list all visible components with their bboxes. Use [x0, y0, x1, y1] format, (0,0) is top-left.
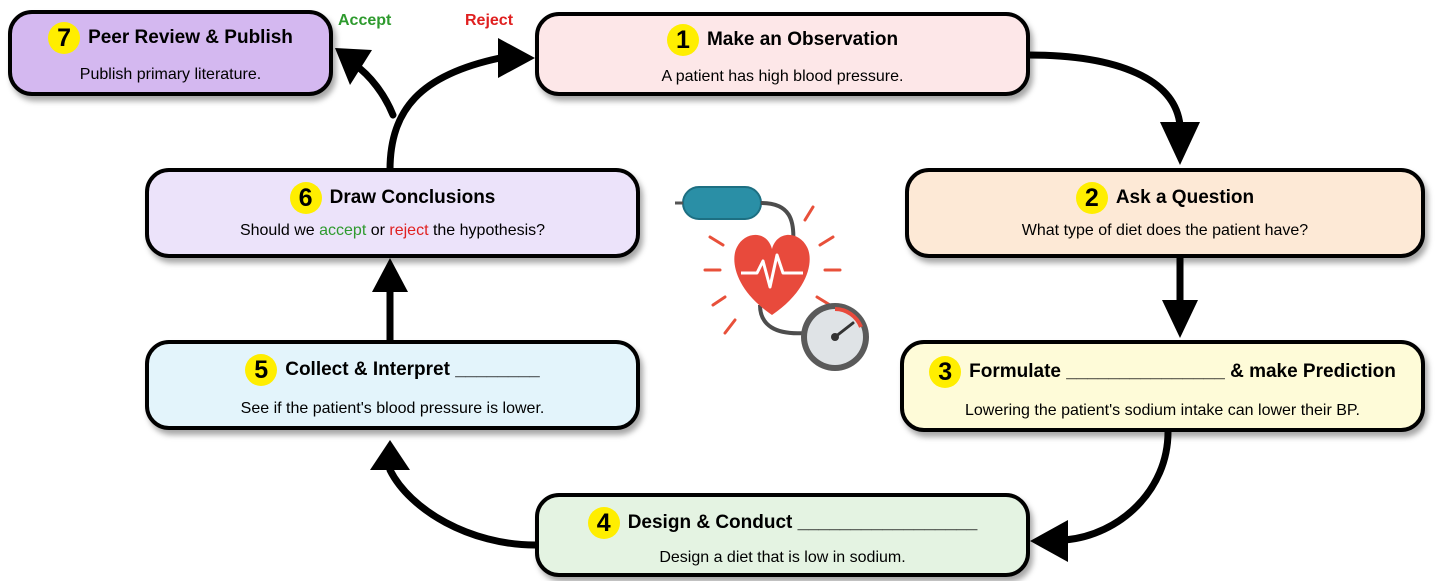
step-7-box: 7 Peer Review & Publish Publish primary …	[8, 10, 333, 96]
step-3-text: Lowering the patient's sodium intake can…	[965, 402, 1360, 419]
step-2-box: 2 Ask a Question What type of diet does …	[905, 168, 1425, 258]
step-3-title: 3 Formulate _______________ & make Predi…	[904, 356, 1421, 388]
step-5-box: 5 Collect & Interpret ________ See if th…	[145, 340, 640, 430]
arrowhead-to-1	[498, 38, 535, 78]
step-6-number-badge: 6	[289, 182, 322, 214]
step-1-number-badge: 1	[666, 24, 699, 56]
step-5-text: See if the patient's blood pressure is l…	[240, 400, 545, 417]
accept-label: Accept	[338, 12, 392, 29]
step-6-accept-word: accept	[319, 222, 367, 239]
step-7-title-text: Peer Review & Publish	[88, 27, 293, 48]
arrowhead-to-3	[1162, 300, 1198, 338]
step-4-number-badge: 4	[587, 507, 620, 539]
step-2-number-badge: 2	[1075, 182, 1108, 214]
step-1-title-text: Make an Observation	[706, 29, 899, 50]
step-6-title: 6 Draw Conclusions	[149, 182, 636, 214]
step-7-text: Publish primary literature.	[79, 66, 262, 83]
step-5-number-badge: 5	[245, 354, 278, 386]
step-3-box: 3 Formulate _______________ & make Predi…	[900, 340, 1425, 432]
step-4-title-text: Design & Conduct _________________	[627, 512, 978, 533]
arrow-1-to-2	[1024, 51, 1184, 129]
arrow-6-branch	[386, 54, 504, 174]
arrowhead-to-7	[335, 48, 372, 85]
step-6-text-part-3: or	[366, 222, 390, 239]
step-4-text: Design a diet that is low in sodium.	[659, 549, 906, 566]
step-3-number-badge: 3	[929, 356, 962, 388]
arrowhead-to-4	[1030, 520, 1068, 562]
step-5-title: 5 Collect & Interpret ________	[149, 354, 636, 386]
step-2-title-text: Ask a Question	[1115, 187, 1255, 208]
step-2-text: What type of diet does the patient have?	[1021, 222, 1309, 239]
reject-label: Reject	[465, 12, 514, 29]
step-1-box: 1 Make an Observation A patient has high…	[535, 12, 1030, 96]
step-4-title: 4 Design & Conduct _________________	[539, 507, 1026, 539]
step-7-title: 7 Peer Review & Publish	[12, 22, 329, 54]
step-6-reject-word: reject	[389, 222, 429, 239]
step-6-text-part-5: the hypothesis?	[428, 222, 546, 239]
arrowhead-to-6	[372, 258, 408, 292]
blood-pressure-heart-icon	[675, 186, 869, 371]
arrow-4-to-5	[386, 466, 539, 549]
step-6-text-part-1: Should we	[239, 222, 320, 239]
step-2-title: 2 Ask a Question	[909, 182, 1421, 214]
step-6-text: Should we accept or reject the hypothesi…	[149, 222, 636, 240]
arrowhead-to-2	[1160, 122, 1200, 165]
arrow-6-to-7	[351, 61, 397, 119]
arrow-3-to-4	[1061, 428, 1172, 544]
step-7-number-badge: 7	[48, 22, 81, 54]
step-6-box: 6 Draw Conclusions Should we accept or r…	[145, 168, 640, 258]
step-1-text: A patient has high blood pressure.	[661, 68, 904, 85]
arrowhead-to-5	[370, 440, 410, 470]
step-1-title: 1 Make an Observation	[539, 24, 1026, 56]
step-6-title-text: Draw Conclusions	[329, 187, 496, 208]
step-4-box: 4 Design & Conduct _________________ Des…	[535, 493, 1030, 577]
step-3-title-text: Formulate _______________ & make Predict…	[969, 361, 1396, 382]
step-5-title-text: Collect & Interpret ________	[285, 359, 540, 380]
